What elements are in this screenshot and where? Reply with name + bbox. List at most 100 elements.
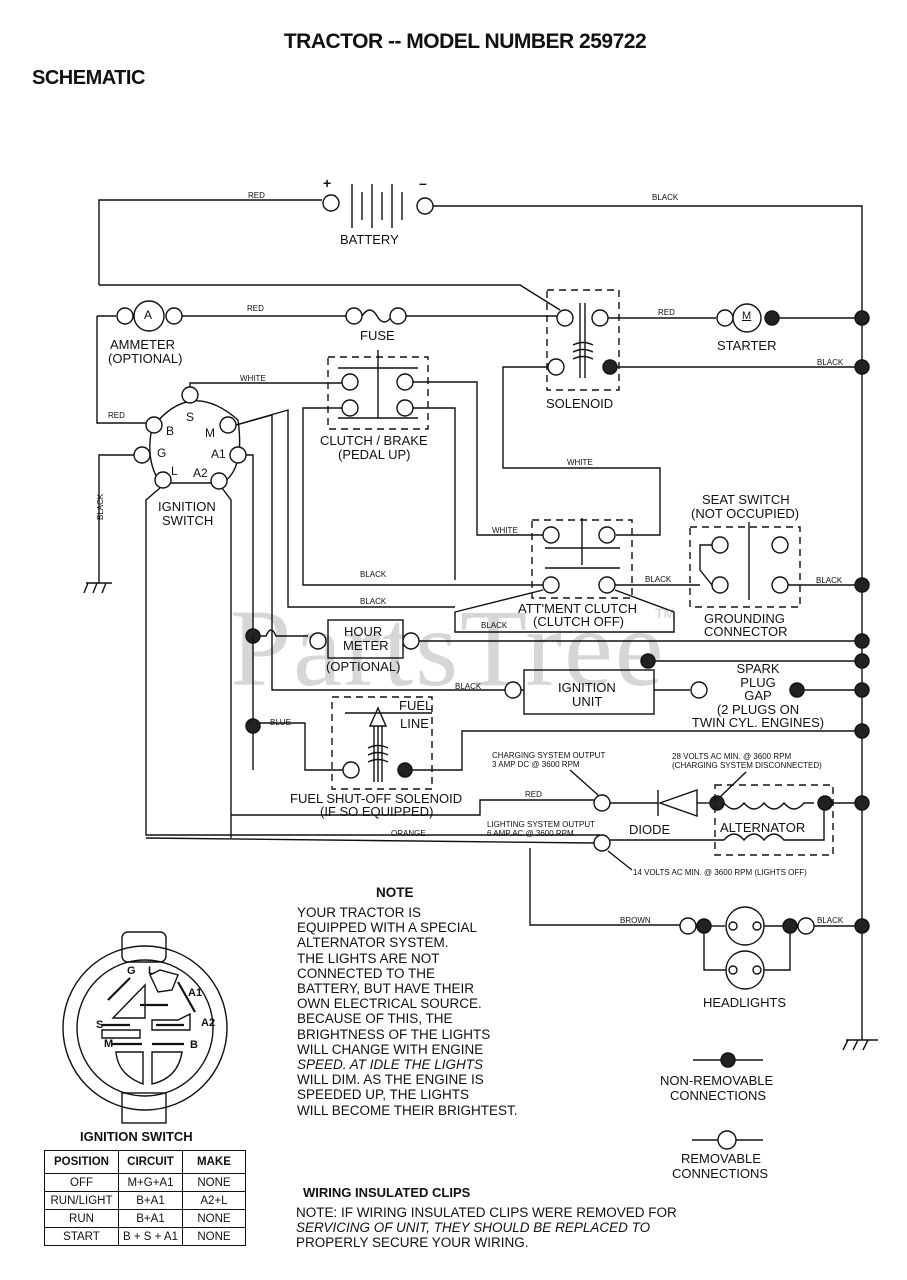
fuel-solenoid-sublabel: (IF SO EQUIPPED): [320, 804, 434, 819]
pointer-arrow: [607, 850, 633, 871]
clutch-brake-terminal-3: [341, 399, 359, 417]
ignition-switch-label: IGNITION: [158, 499, 216, 514]
clutch-brake-sublabel: (PEDAL UP): [338, 447, 411, 462]
seat-switch-label: SEAT SWITCH: [702, 492, 790, 507]
table-cell: RUN/LIGHT: [44, 1191, 119, 1210]
battery-plus-sign: +: [323, 175, 332, 191]
table-cell: START: [44, 1227, 119, 1246]
spark-plug-label: SPARK PLUG GAP (2 PLUGS ON TWIN CYL. ENG…: [673, 662, 843, 730]
table-header-row: POSITION CIRCUIT MAKE: [44, 1150, 246, 1174]
note-body: YOUR TRACTOR IS EQUIPPED WITH A SPECIAL …: [297, 905, 518, 1118]
ignition-unit-label2: UNIT: [572, 694, 603, 709]
note-line: BRIGHTNESS OF THE LIGHTS: [297, 1026, 491, 1042]
ammeter-terminal-left: [116, 307, 134, 325]
ign-face-outer: [62, 945, 228, 1111]
clutch-brake-terminal-2: [396, 373, 414, 391]
wire-ammeter-down: [96, 316, 147, 424]
legend-removable-label2: CONNECTIONS: [672, 1166, 769, 1181]
volts-14-note: 14 VOLTS AC MIN. @ 3600 RPM (LIGHTS OFF): [633, 868, 807, 877]
battery-negative-terminal: [416, 197, 434, 215]
fuel-solenoid-terminal: [342, 761, 360, 779]
note-line: WILL DIM. AS THE ENGINE IS: [297, 1072, 484, 1088]
wire-red-charge: [231, 799, 594, 816]
ign-face-pin-b: B: [190, 1039, 198, 1051]
note-line: SPEEDED UP, THE LIGHTS: [297, 1087, 470, 1103]
alternator-node: [709, 795, 725, 811]
ign-label-m: M: [205, 426, 215, 440]
ignition-switch-table: POSITION CIRCUIT MAKE OFF M+G+A1 NONE RU…: [44, 1150, 246, 1246]
diode-label: DIODE: [629, 822, 671, 837]
seat-terminal-4: [771, 576, 789, 594]
ign-face-inner: [76, 959, 214, 1097]
note-line: (CHARGING SYSTEM DISCONNECTED): [672, 761, 822, 770]
grounding-connector-label: GROUNDING: [704, 611, 785, 626]
chassis-ground: [842, 1039, 849, 1051]
ign-terminal-a2: [210, 472, 228, 490]
wire-label-black: BLACK: [455, 682, 482, 691]
ground-bus-node: [854, 310, 870, 326]
diode-triangle: [657, 789, 698, 817]
wire-switch-ground-black: [98, 454, 134, 583]
wire-ign-l: [145, 487, 600, 836]
alternator-ground-node: [817, 795, 833, 811]
section-title: SCHEMATIC: [32, 67, 145, 89]
ign-face-pin-l: L: [148, 965, 155, 977]
wire-clutch-white: [413, 381, 543, 536]
ignition-diagram-title: IGNITION SWITCH: [80, 1129, 193, 1144]
wire-ign-m2: [235, 409, 455, 608]
starter-terminal: [716, 309, 734, 327]
note-line: EQUIPPED WITH A SPECIAL: [297, 920, 478, 936]
watermark-tm: TM: [655, 605, 676, 621]
chassis-ground: [852, 1039, 859, 1051]
wire-label-black: BLACK: [817, 916, 844, 925]
ignition-unit-box: [523, 669, 655, 715]
wire-label-black: BLACK: [817, 358, 844, 367]
wire-label-brown: BROWN: [620, 916, 651, 925]
battery-label: BATTERY: [340, 232, 399, 247]
ground-bus-node: [854, 633, 870, 649]
legend-non-removable-label2: CONNECTIONS: [670, 1088, 767, 1103]
solenoid-label: SOLENOID: [546, 396, 614, 411]
clips-note-line: PROPERLY SECURE YOUR WIRING.: [296, 1235, 529, 1250]
headlight-upper-filament-r: [752, 921, 762, 931]
ign-terminal-s: [181, 386, 199, 404]
ground-bus-node: [854, 653, 870, 669]
ground-bus-node: [854, 682, 870, 698]
table-header: POSITION: [44, 1150, 119, 1174]
hour-meter-label2: METER: [343, 638, 389, 653]
ign-label-a2: A2: [193, 466, 208, 480]
table-cell: A2+L: [181, 1191, 246, 1210]
fuel-solenoid-box: [331, 696, 433, 790]
seat-terminal-2: [771, 536, 789, 554]
ground-bus-node: [854, 359, 870, 375]
att-clutch-terminal-1: [542, 526, 560, 544]
ground-bus-node: [854, 577, 870, 593]
note-line: WILL CHANGE WITH ENGINE: [297, 1041, 484, 1057]
ammeter-symbol: A: [144, 308, 153, 322]
ign-terminal-m: [219, 416, 237, 434]
wire-label-black: BLACK: [481, 621, 508, 630]
legend-removable-node: [717, 1130, 737, 1150]
headlights-label: HEADLIGHTS: [703, 995, 787, 1010]
table-cell: OFF: [44, 1173, 119, 1192]
wire-label-orange: ORANGE: [391, 829, 426, 838]
ign-face-tab-bottom: [121, 1092, 167, 1124]
note-line: YOUR TRACTOR IS: [297, 905, 422, 920]
fuse-terminal-right: [389, 307, 407, 325]
seat-switch-jumper: [699, 544, 713, 586]
ammeter-body: [133, 300, 165, 332]
ammeter-sublabel: (OPTIONAL): [108, 351, 183, 366]
ign-label-g: G: [157, 446, 167, 460]
seat-switch-sublabel: (NOT OCCUPIED): [691, 506, 800, 521]
seat-terminal-1: [711, 536, 729, 554]
note-line: 3 AMP DC @ 3600 RPM: [492, 760, 580, 769]
ignition-unit-terminal: [504, 681, 522, 699]
ign-face-tab-top: [121, 931, 167, 963]
starter-symbol: M: [742, 310, 752, 322]
alternator-winding-bottom: [723, 803, 825, 842]
table-cell: NONE: [181, 1209, 246, 1228]
ign-label-l: L: [171, 464, 178, 478]
wire-label-red: RED: [247, 304, 264, 313]
wire-clutch-black: [302, 407, 455, 586]
headlight-lower-filament-l: [728, 965, 738, 975]
